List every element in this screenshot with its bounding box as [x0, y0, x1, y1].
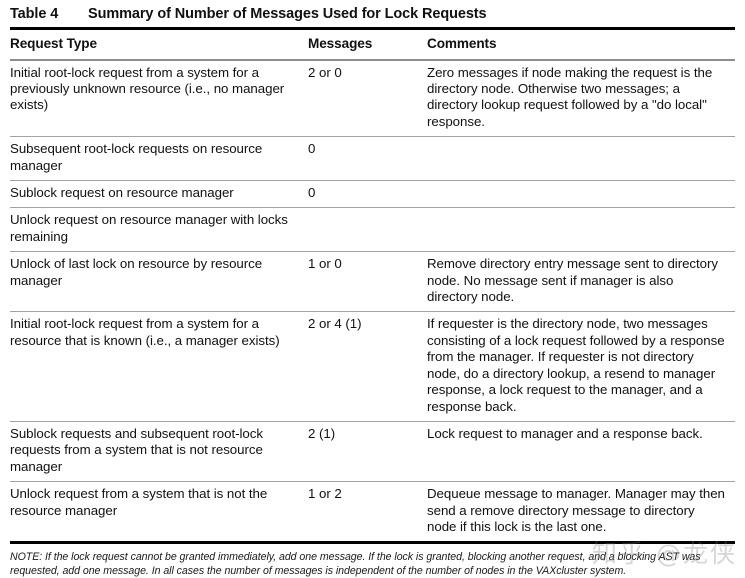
cell-comments [427, 207, 735, 253]
caption-title: Summary of Number of Messages Used for L… [88, 6, 487, 22]
caption-rule [10, 27, 735, 30]
table-bottom-rule [10, 541, 735, 544]
cell-request-type: Unlock request on resource manager with … [10, 207, 308, 253]
cell-messages: 1 or 2 [308, 486, 342, 502]
cell-comments: Dequeue message to manager. Manager may … [427, 486, 725, 534]
table-body: Initial root-lock request from a system … [10, 60, 735, 542]
column-header-comments: Comments [427, 35, 497, 51]
column-header-messages: Messages [308, 35, 373, 51]
table-note: NOTE: If the lock request cannot be gran… [10, 550, 701, 577]
cell-request-type: Initial root-lock request from a system … [10, 311, 308, 422]
cell-comments: Zero messages if node making the request… [427, 60, 735, 138]
cell-messages: 2 or 0 [308, 60, 427, 138]
table-row: Unlock of last lock on resource by resou… [10, 251, 735, 313]
table-row: Unlock request from a system that is not… [10, 482, 735, 542]
cell-request-type: Sublock requests and subsequent root-loc… [10, 421, 308, 483]
messages-table: Request Type Messages Comments [10, 30, 735, 59]
table-caption: Table 4 Summary of Number of Messages Us… [0, 0, 745, 27]
cell-request-type: Sublock request on resource manager [10, 180, 308, 209]
cell-messages: 0 [308, 136, 427, 182]
cell-request-type: Subsequent root-lock requests on resourc… [10, 136, 308, 182]
cell-request-type: Initial root-lock request from a system … [10, 60, 308, 138]
table-row: Initial root-lock request from a system … [10, 311, 735, 422]
table-row: Sublock request on resource manager 0 [10, 180, 735, 209]
table-head: Request Type Messages Comments [10, 30, 735, 59]
cell-comments [427, 180, 735, 209]
cell-request-type: Unlock of last lock on resource by resou… [10, 251, 308, 313]
cell-request-type: Unlock request from a system that is not… [10, 486, 268, 518]
table-row: Unlock request on resource manager with … [10, 207, 735, 253]
cell-messages: 2 (1) [308, 421, 427, 483]
table-row: Sublock requests and subsequent root-loc… [10, 421, 735, 483]
header-row: Request Type Messages Comments [10, 30, 735, 59]
header-rule [10, 59, 735, 61]
cell-comments: If requester is the directory node, two … [427, 311, 735, 422]
table-row: Initial root-lock request from a system … [10, 60, 735, 138]
caption-number: Table 4 [10, 6, 59, 22]
table-row: Subsequent root-lock requests on resourc… [10, 136, 735, 182]
cell-messages: 2 or 4 (1) [308, 311, 427, 422]
cell-comments: Remove directory entry message sent to d… [427, 251, 735, 313]
cell-comments [427, 136, 735, 182]
cell-messages: 1 or 0 [308, 251, 427, 313]
column-header-request-type: Request Type [10, 35, 97, 51]
cell-messages [308, 207, 427, 253]
messages-table-body: Initial root-lock request from a system … [10, 60, 735, 542]
cell-comments: Lock request to manager and a response b… [427, 421, 735, 483]
cell-messages: 0 [308, 180, 427, 209]
